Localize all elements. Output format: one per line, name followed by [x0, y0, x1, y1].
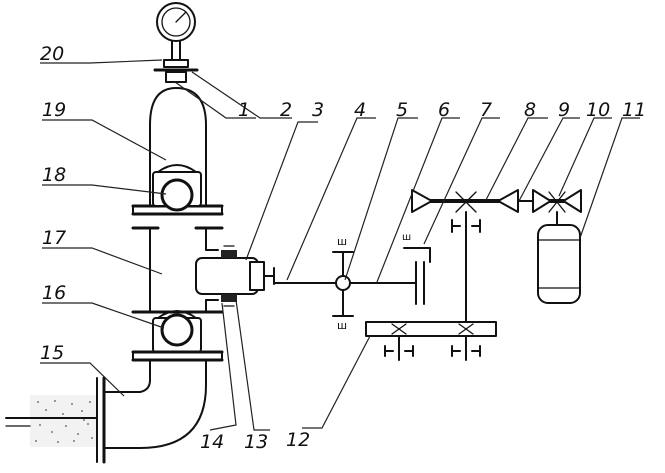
callout-4: 4	[354, 99, 366, 121]
callout-1: 1	[238, 99, 250, 121]
pivot-top-mark: ш	[337, 235, 347, 248]
callout-20: 20	[40, 43, 64, 65]
pivot-bottom-mark: ш	[337, 319, 347, 332]
leader-lines	[40, 59, 640, 431]
callout-12: 12	[286, 429, 310, 451]
gearbox	[365, 321, 497, 361]
upper-roller	[152, 164, 202, 212]
callout-6: 6	[438, 99, 450, 121]
callout-17: 17	[42, 227, 66, 249]
callout-14: 14	[200, 431, 224, 453]
callout-16: 16	[42, 282, 66, 304]
callout-5: 5	[396, 99, 408, 121]
callout-7: 7	[480, 99, 492, 121]
rod-and-lever: ш ш ш	[273, 232, 431, 332]
callout-10: 10	[586, 99, 610, 121]
inlet-elbow-pipe	[5, 359, 207, 464]
lever-tag-mark: ш	[402, 232, 411, 243]
callout-19: 19	[42, 99, 66, 121]
callout-15: 15	[40, 342, 64, 364]
callout-13: 13	[244, 431, 268, 453]
callout-9: 9	[558, 99, 570, 121]
lower-chamber	[131, 310, 224, 362]
callout-8: 8	[524, 99, 536, 121]
gear-train	[411, 189, 582, 323]
callout-11: 11	[622, 99, 646, 121]
callout-3: 3	[312, 99, 324, 121]
piston-assembly	[195, 245, 275, 307]
electric-motor	[537, 224, 581, 304]
pressure-gauge	[153, 2, 199, 83]
callout-2: 2	[280, 99, 292, 121]
callout-18: 18	[42, 164, 66, 186]
